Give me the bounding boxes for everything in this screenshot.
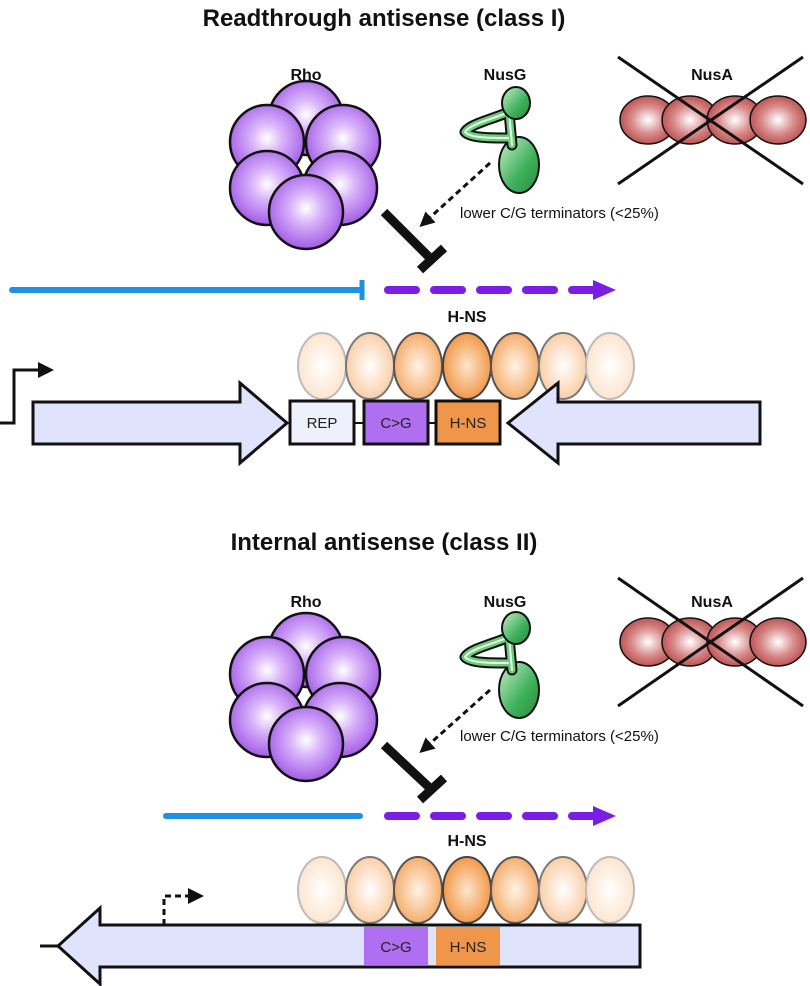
nusg-dotted-arrow-2: [419, 688, 491, 753]
nusg-protein-2: [459, 611, 540, 719]
panel1-title: Readthrough antisense (class I): [203, 5, 566, 32]
svg-text:REP: REP: [307, 415, 338, 432]
rho-hexamer-1: [228, 79, 382, 251]
element-cg-box-2: C>G: [364, 927, 428, 965]
hns-label-2: H-NS: [447, 833, 486, 850]
panel-readthrough-antisense: Readthrough antisense (class I) Rho NusG: [0, 5, 807, 467]
internal-promoter-arrow-2: [162, 894, 190, 925]
rho-inhibition-1: [380, 208, 448, 274]
nusg-label-1: NusG: [484, 67, 527, 84]
panel-internal-antisense: Internal antisense (class II) Rho NusG N…: [40, 529, 807, 986]
promoter-arrow-1: [0, 368, 40, 425]
svg-text:C>G: C>G: [380, 939, 411, 956]
nusg-label-2: NusG: [484, 594, 527, 611]
terminator-note-2: lower C/G terminators (<25%): [460, 728, 659, 745]
gene-reverse-1: [505, 379, 762, 467]
hns-oligomer-1: [297, 332, 635, 400]
svg-text:H-NS: H-NS: [450, 939, 487, 956]
hns-label-1: H-NS: [447, 309, 486, 326]
svg-text:C>G: C>G: [380, 415, 411, 432]
nusg-protein-1: [459, 86, 540, 194]
rho-label-1: Rho: [290, 67, 321, 84]
antisense-rna-1: [384, 280, 616, 300]
nusa-cross-2: [617, 576, 804, 708]
gene-forward-1: [31, 379, 290, 467]
element-hns-box-1: H-NS: [434, 399, 502, 446]
svg-text:H-NS: H-NS: [450, 415, 487, 432]
rho-inhibition-2: [380, 741, 448, 804]
element-rep-box-1: REP: [288, 399, 356, 446]
nusa-protein-2: [619, 617, 807, 667]
nusg-dotted-arrow-1: [419, 161, 492, 228]
panel2-title: Internal antisense (class II): [231, 529, 538, 556]
nusa-label-2: NusA: [691, 594, 733, 611]
terminator-note-1: lower C/G terminators (<25%): [460, 205, 659, 222]
nusa-protein-1: [619, 95, 807, 145]
nusa-label-1: NusA: [691, 67, 733, 84]
antisense-rna-2: [384, 806, 616, 826]
element-hns-box-2: H-NS: [436, 927, 500, 965]
rho-label-2: Rho: [290, 594, 321, 611]
nusa-cross-1: [617, 55, 804, 186]
rho-hexamer-2: [228, 611, 382, 783]
hns-oligomer-2: [297, 856, 635, 924]
element-cg-box-1: C>G: [362, 399, 430, 446]
